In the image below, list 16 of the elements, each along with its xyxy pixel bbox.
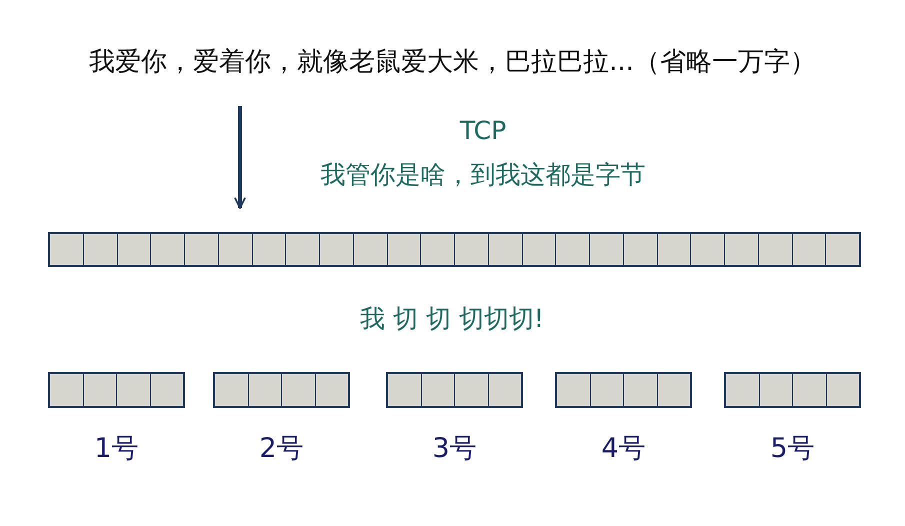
segment-label: 3号 bbox=[431, 432, 478, 466]
arrow bbox=[234, 106, 246, 209]
byte-stream-bar bbox=[48, 232, 861, 267]
segment-label: 2号 bbox=[258, 432, 305, 466]
caption-text: 我 切 切 切切切! bbox=[359, 303, 545, 335]
segment-bar bbox=[555, 372, 692, 408]
segment-label: 1号 bbox=[93, 432, 140, 466]
sentence-text: 我爱你，爱着你，就像老鼠爱大米，巴拉巴拉...（省略一万字） bbox=[20, 40, 885, 84]
caption-text: 我管你是啥，到我这都是字节 bbox=[320, 159, 646, 191]
segment-bar bbox=[386, 372, 523, 408]
segment-label: 5号 bbox=[769, 432, 816, 466]
segment-bar bbox=[213, 372, 350, 408]
caption-text: TCP bbox=[458, 116, 508, 145]
segment-bar bbox=[48, 372, 185, 408]
segment-label: 4号 bbox=[600, 432, 647, 466]
segment-bar bbox=[724, 372, 861, 408]
